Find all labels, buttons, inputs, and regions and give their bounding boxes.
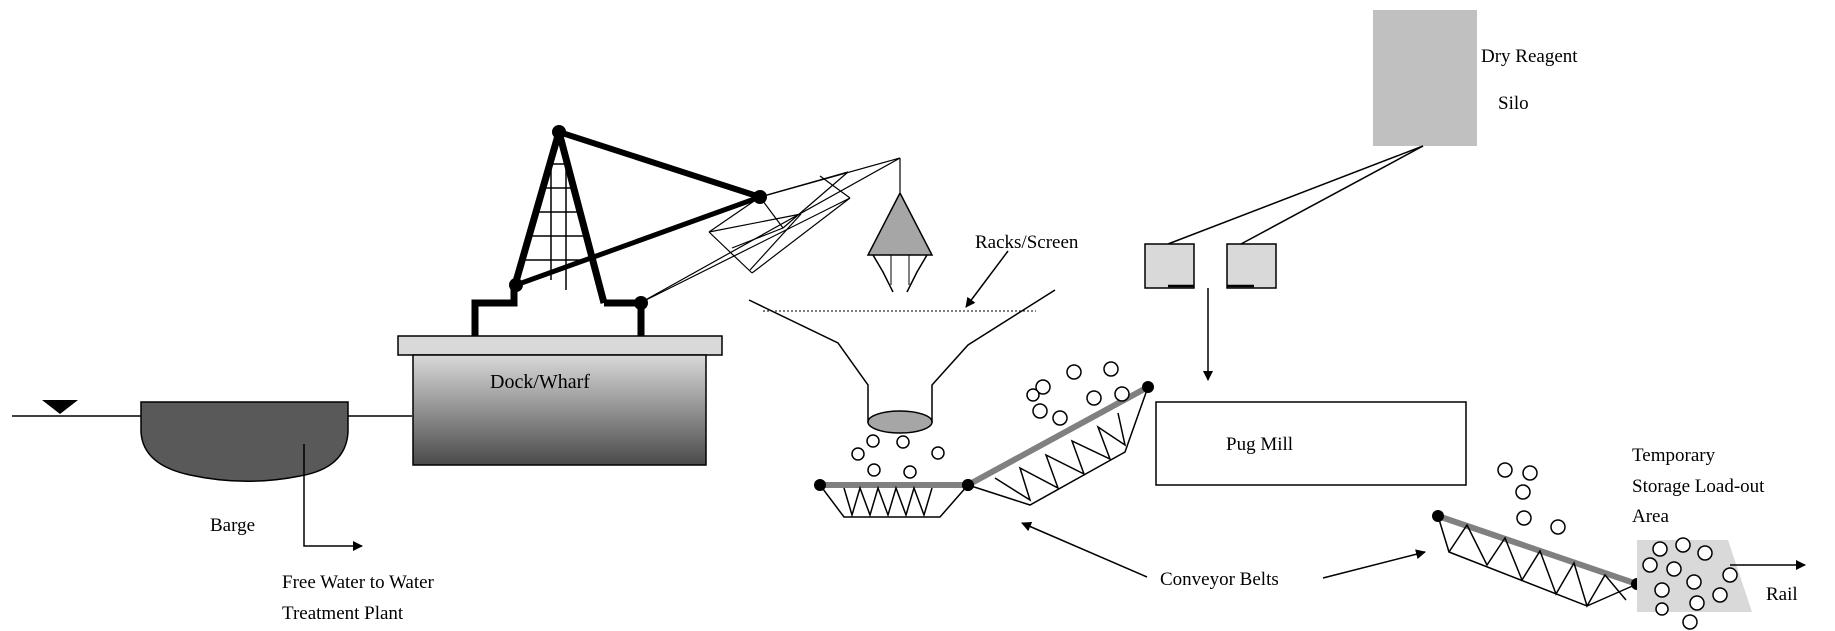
water-line bbox=[12, 400, 412, 417]
crane bbox=[471, 129, 901, 336]
conveyor-pointer-left bbox=[1021, 521, 1148, 578]
free-water-arrow bbox=[303, 444, 363, 551]
rail-label: Rail bbox=[1766, 584, 1798, 605]
pug-mill-label: Pug Mill bbox=[1226, 434, 1293, 455]
pug-mill bbox=[1155, 401, 1467, 486]
crane-pivot-dots bbox=[509, 125, 767, 310]
storage-label-line3: Area bbox=[1632, 506, 1669, 527]
free-water-label-line1: Free Water to Water bbox=[282, 572, 435, 593]
conveyor-belts-label: Conveyor Belts bbox=[1160, 569, 1279, 590]
racks-screen-pointer bbox=[965, 250, 1009, 308]
conveyor-belt-1 bbox=[814, 479, 974, 518]
silo-label-line2: Silo bbox=[1498, 93, 1529, 114]
conveyor-pointer-right bbox=[1322, 549, 1426, 579]
silo-feed-lines bbox=[1167, 145, 1424, 245]
dry-reagent-silo bbox=[1373, 10, 1477, 146]
conveyor-belt-2 bbox=[962, 381, 1154, 506]
hopper-outlet bbox=[867, 410, 933, 434]
barge-shape bbox=[140, 401, 349, 482]
falling-material bbox=[851, 434, 945, 479]
racks-screen-label: Racks/Screen bbox=[975, 232, 1079, 253]
material-on-conveyor bbox=[1026, 361, 1130, 426]
silo-hoppers bbox=[1144, 243, 1277, 289]
silo-label-line1: Dry Reagent bbox=[1481, 46, 1578, 67]
storage-material bbox=[1642, 537, 1738, 630]
dock-wharf bbox=[397, 335, 723, 466]
hopper bbox=[748, 289, 1056, 434]
dock-label: Dock/Wharf bbox=[490, 371, 590, 393]
material-on-conveyor-3 bbox=[1497, 462, 1566, 535]
crane-boom bbox=[639, 157, 901, 304]
water-level-icon bbox=[42, 400, 78, 414]
conveyor-belt-3 bbox=[1432, 510, 1643, 608]
storage-label-line1: Temporary bbox=[1632, 445, 1716, 466]
barge-label: Barge bbox=[210, 515, 255, 536]
clamshell-bucket bbox=[866, 191, 934, 293]
free-water-label-line2: Treatment Plant bbox=[282, 603, 404, 624]
storage-label-line2: Storage Load-out bbox=[1632, 476, 1765, 497]
